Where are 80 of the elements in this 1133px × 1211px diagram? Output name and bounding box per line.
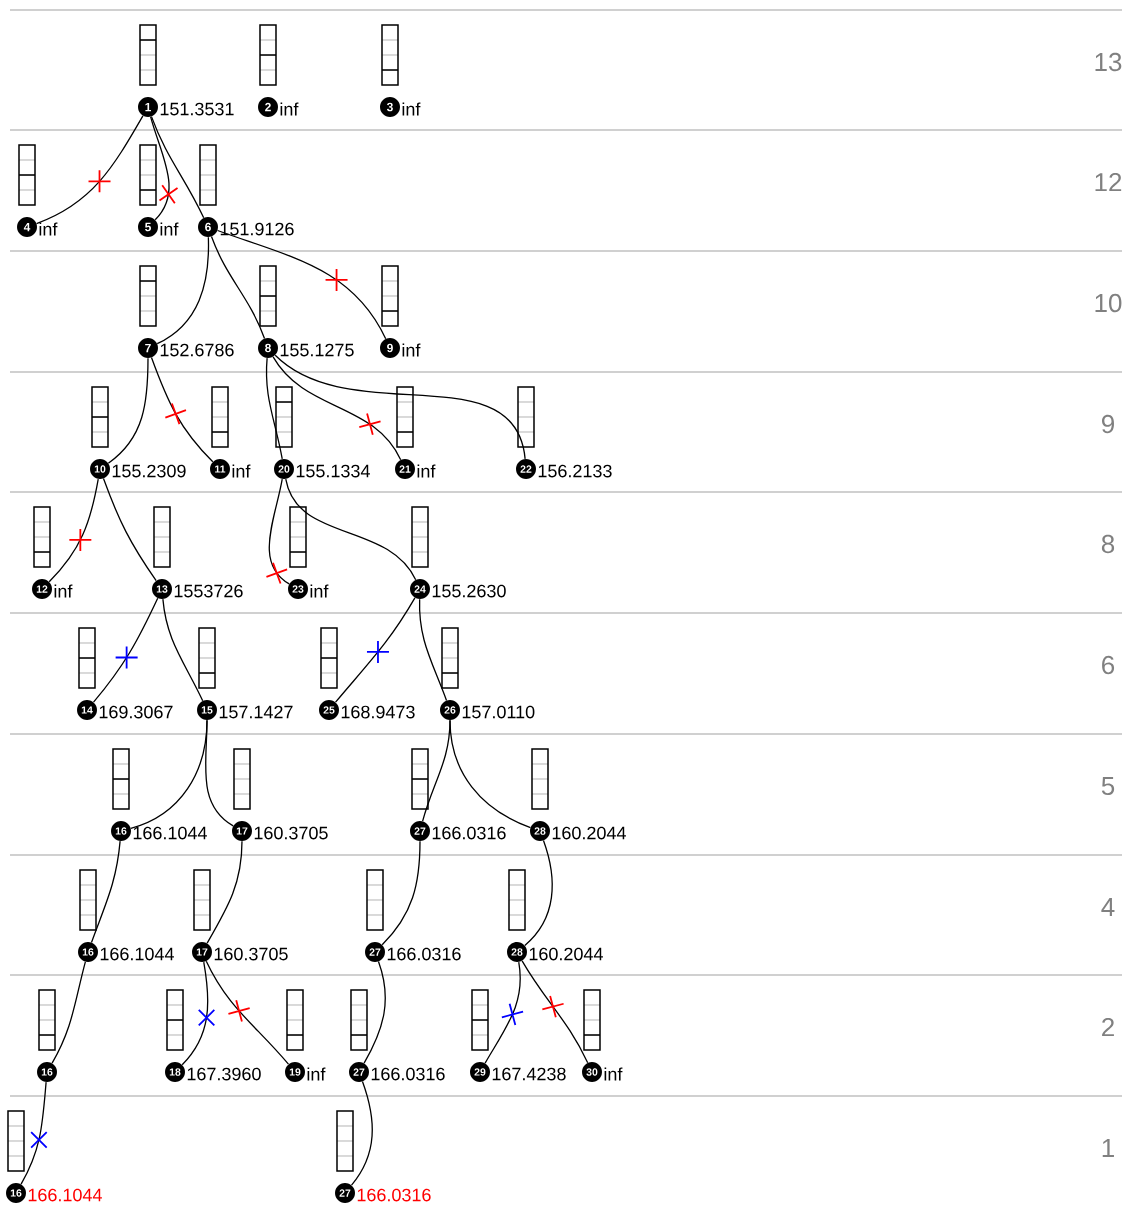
connector	[20, 1081, 47, 1185]
row-number: 10	[1095, 293, 1122, 313]
value-text: 156.2133	[538, 464, 612, 478]
value-text: 166.0316	[357, 1188, 431, 1202]
value-text: 167.3960	[187, 1067, 261, 1081]
value-text: 160.2044	[529, 947, 603, 961]
row-number: 6	[1102, 655, 1115, 675]
connector	[521, 960, 589, 1064]
value-text: inf	[402, 102, 421, 116]
connector	[162, 598, 204, 702]
value-text: 155.2630	[432, 584, 506, 598]
connector	[274, 354, 526, 460]
row-number: 8	[1101, 534, 1115, 554]
connector	[51, 961, 86, 1064]
value-text: inf	[310, 584, 329, 598]
value-text: 166.1044	[133, 826, 207, 840]
value-text: 166.0316	[387, 947, 461, 961]
value-text: inf	[160, 222, 179, 236]
value-text: inf	[402, 343, 421, 357]
row-number: 9	[1102, 414, 1114, 434]
row-number: 13	[1095, 52, 1122, 72]
connector	[210, 235, 266, 340]
value-text: 151.9126	[220, 222, 294, 236]
value-text: 160.2044	[552, 826, 626, 840]
connector	[449, 719, 532, 829]
value-text: 166.0316	[432, 826, 506, 840]
value-text: 1553726	[174, 584, 243, 598]
value-text: 168.9473	[341, 705, 415, 719]
value-text: 166.0316	[371, 1067, 445, 1081]
value-text: inf	[232, 464, 251, 478]
value-text: inf	[417, 464, 436, 478]
row-number: 5	[1101, 776, 1115, 796]
connector	[150, 356, 214, 463]
connector	[181, 961, 209, 1066]
value-text: 152.6786	[160, 343, 234, 357]
connector	[285, 478, 417, 581]
connector	[484, 961, 521, 1064]
connector	[205, 960, 290, 1065]
value-text: inf	[39, 222, 58, 236]
value-text: 151.3531	[160, 102, 234, 116]
connector	[90, 840, 121, 944]
connector	[206, 840, 243, 944]
connector	[350, 1080, 373, 1186]
value-text: 169.3067	[99, 705, 173, 719]
row-number: 12	[1095, 172, 1122, 192]
connector	[150, 116, 170, 221]
connector	[107, 357, 149, 464]
row-number: 2	[1102, 1017, 1114, 1037]
connector	[381, 840, 421, 946]
value-text: 155.1334	[296, 464, 370, 478]
connector	[272, 356, 402, 461]
row-number: 4	[1101, 898, 1115, 916]
connector	[156, 236, 210, 345]
connector	[35, 115, 144, 225]
connector	[268, 478, 290, 585]
value-text: 157.1427	[219, 705, 293, 719]
connector	[92, 597, 159, 703]
value-text: inf	[280, 102, 299, 116]
connector	[48, 478, 99, 583]
connector	[216, 229, 387, 340]
value-text: 155.1275	[280, 343, 354, 357]
value-text: 155.2309	[112, 464, 186, 478]
value-text: 157.0110	[462, 705, 535, 719]
value-text: 166.1044	[100, 947, 174, 961]
value-text: inf	[54, 584, 73, 598]
row-number: 1	[1102, 1139, 1114, 1157]
value-text: 167.4238	[492, 1067, 566, 1081]
connector	[418, 598, 448, 702]
connector	[363, 960, 386, 1064]
connector	[334, 597, 416, 703]
value-text: inf	[307, 1067, 326, 1081]
connector	[102, 477, 157, 582]
connector	[204, 719, 234, 827]
value-text: 160.3705	[214, 947, 288, 961]
connector	[150, 115, 205, 219]
value-text: 160.3705	[254, 826, 328, 840]
value-text: 166.1044	[28, 1188, 102, 1202]
connector	[524, 839, 553, 947]
connector	[265, 357, 283, 460]
value-text: inf	[604, 1067, 623, 1081]
